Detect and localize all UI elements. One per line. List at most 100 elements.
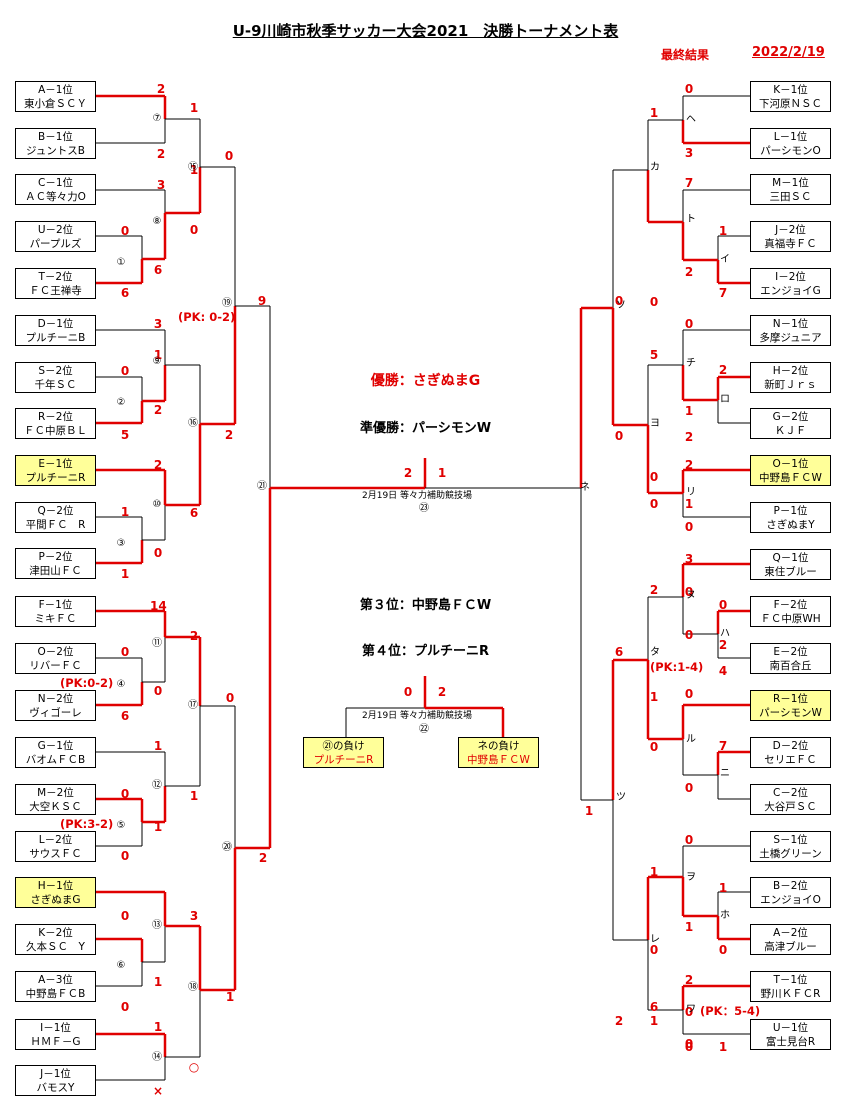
match-label: ヌ — [686, 590, 696, 601]
team-name: プルチーニR — [25, 472, 86, 484]
left-team-box: H－1位さぎぬまG — [15, 877, 96, 908]
right-team-box: I－2位エンジョイG — [750, 268, 831, 299]
final-match-label: ㉓ — [419, 503, 429, 514]
score: 1 — [684, 404, 694, 418]
right-team-box: C－2位大谷戸ＳＣ — [750, 784, 831, 815]
score: 0 — [649, 470, 659, 484]
score: 2 — [224, 428, 234, 442]
match-label: ⑪ — [152, 638, 162, 649]
left-team-box: E－1位プルチーニR — [15, 455, 96, 486]
team-name: 富士見台R — [765, 1036, 816, 1048]
team-name: 大空ＫＳＣ — [29, 801, 82, 813]
team-name: ＦＣ王禅寺 — [29, 285, 82, 297]
team-name: ヴィゴーレ — [29, 707, 82, 719]
match-label: リ — [686, 487, 696, 498]
third-right-box: ネの負け中野島ＦＣW — [458, 737, 539, 768]
match-label: ⑧ — [152, 216, 162, 227]
score: 1 — [189, 789, 199, 803]
team-name: 千年ＳＣ — [34, 379, 77, 391]
team-name: 下河原ＮＳＣ — [759, 98, 822, 110]
score: 1 — [120, 567, 130, 581]
score: 2 — [156, 147, 166, 161]
score: 1 — [718, 224, 728, 238]
match-label: ヲ — [686, 872, 696, 883]
result-date: 2022/2/19 — [752, 45, 825, 60]
team-seed: F－1位 — [38, 599, 73, 611]
team-seed: K－1位 — [773, 84, 808, 96]
team-seed: H－2位 — [772, 365, 809, 377]
team-name: 三田ＳＣ — [769, 191, 812, 203]
match-label: ヨ — [650, 418, 660, 429]
champion-text: 優勝：さぎぬまG — [370, 373, 481, 389]
team-name: ＦＣ中原WH — [760, 613, 821, 625]
score: 3 — [156, 178, 166, 192]
left-team-box: G－1位バオムＦＣB — [15, 737, 96, 768]
right-team-box: H－2位新町Ｊｒｓ — [750, 362, 831, 393]
match-label: ハ — [720, 628, 730, 639]
score: 6 — [649, 1000, 659, 1014]
runner-up-text: 準優勝：パーシモンW — [359, 421, 492, 436]
match-label: ⑭ — [152, 1052, 162, 1063]
team-seed: N－1位 — [772, 318, 809, 330]
match-label: ロ — [720, 394, 730, 405]
team-name: 平間ＦＣ R — [25, 519, 86, 531]
team-seed: T－1位 — [773, 974, 808, 986]
score: 3 — [189, 909, 199, 923]
team-name: エンジョイG — [760, 285, 821, 297]
right-team-box: K－1位下河原ＮＳＣ — [750, 81, 831, 112]
match-label: ニ — [720, 768, 730, 779]
pk-note: (PK: 0-2) — [178, 310, 236, 324]
match-label: ⑫ — [152, 780, 162, 791]
match-label: ワ — [686, 1004, 696, 1015]
score: 7 — [684, 176, 694, 190]
score: 0 — [120, 849, 130, 863]
score: 0 — [649, 740, 659, 754]
score: 2 — [684, 458, 694, 472]
right-team-box: S－1位土橋グリーン — [750, 831, 831, 862]
match-label: ② — [116, 397, 126, 408]
right-team-box: E－2位南百合丘 — [750, 643, 831, 674]
left-team-box: K－2位久本ＳＣ Y — [15, 924, 96, 955]
score: 1 — [120, 505, 130, 519]
score: 7 — [718, 739, 728, 753]
score: 2 — [156, 82, 166, 96]
final-score-left: 2 — [403, 466, 413, 480]
score: 0 — [120, 364, 130, 378]
score: ○ — [188, 1060, 200, 1074]
score: 2 — [718, 363, 728, 377]
score: 2 — [684, 265, 694, 279]
team-name: リバーＦＣ — [29, 660, 82, 672]
match-label: ⑱ — [188, 982, 198, 993]
score: 0 — [684, 1040, 694, 1054]
match-label: ホ — [720, 910, 730, 921]
score: 1 — [684, 497, 694, 511]
right-team-box: T－1位野川ＫＦＣR — [750, 971, 831, 1002]
score: 1 — [649, 106, 659, 120]
team-name: ＨＭＦ－G — [30, 1036, 81, 1048]
score: 3 — [684, 552, 694, 566]
team-seed: E－2位 — [773, 646, 808, 658]
score: 1 — [225, 990, 235, 1004]
team-seed: C－2位 — [772, 787, 808, 799]
team-seed: F－2位 — [773, 599, 808, 611]
pk-note: (PK:3-2) — [60, 817, 114, 831]
score: 0 — [684, 781, 694, 795]
third-venue: 2月19日 等々力補助競技場 — [362, 711, 473, 721]
match-label: ⑦ — [152, 113, 162, 124]
team-name: ＦＣ中原ＢＬ — [24, 425, 87, 437]
team-seed: L－2位 — [38, 834, 73, 846]
score: × — [152, 1084, 164, 1098]
left-team-box: N－2位ヴィゴーレ — [15, 690, 96, 721]
left-team-box: F－1位ミキＦＣ — [15, 596, 96, 627]
right-team-box: Q－1位東住ブルー — [750, 549, 831, 580]
fourth-place-text: 第４位：プルチーニR — [361, 644, 489, 659]
team-name: 南百合丘 — [769, 660, 812, 672]
team-name: パーシモンW — [759, 707, 822, 719]
left-team-box: A－3位中野島ＦＣB — [15, 971, 96, 1002]
match-label: レ — [650, 934, 660, 945]
team-name: 野川ＫＦＣR — [760, 988, 821, 1000]
score: 0 — [120, 909, 130, 923]
match-label: タ — [650, 647, 660, 658]
